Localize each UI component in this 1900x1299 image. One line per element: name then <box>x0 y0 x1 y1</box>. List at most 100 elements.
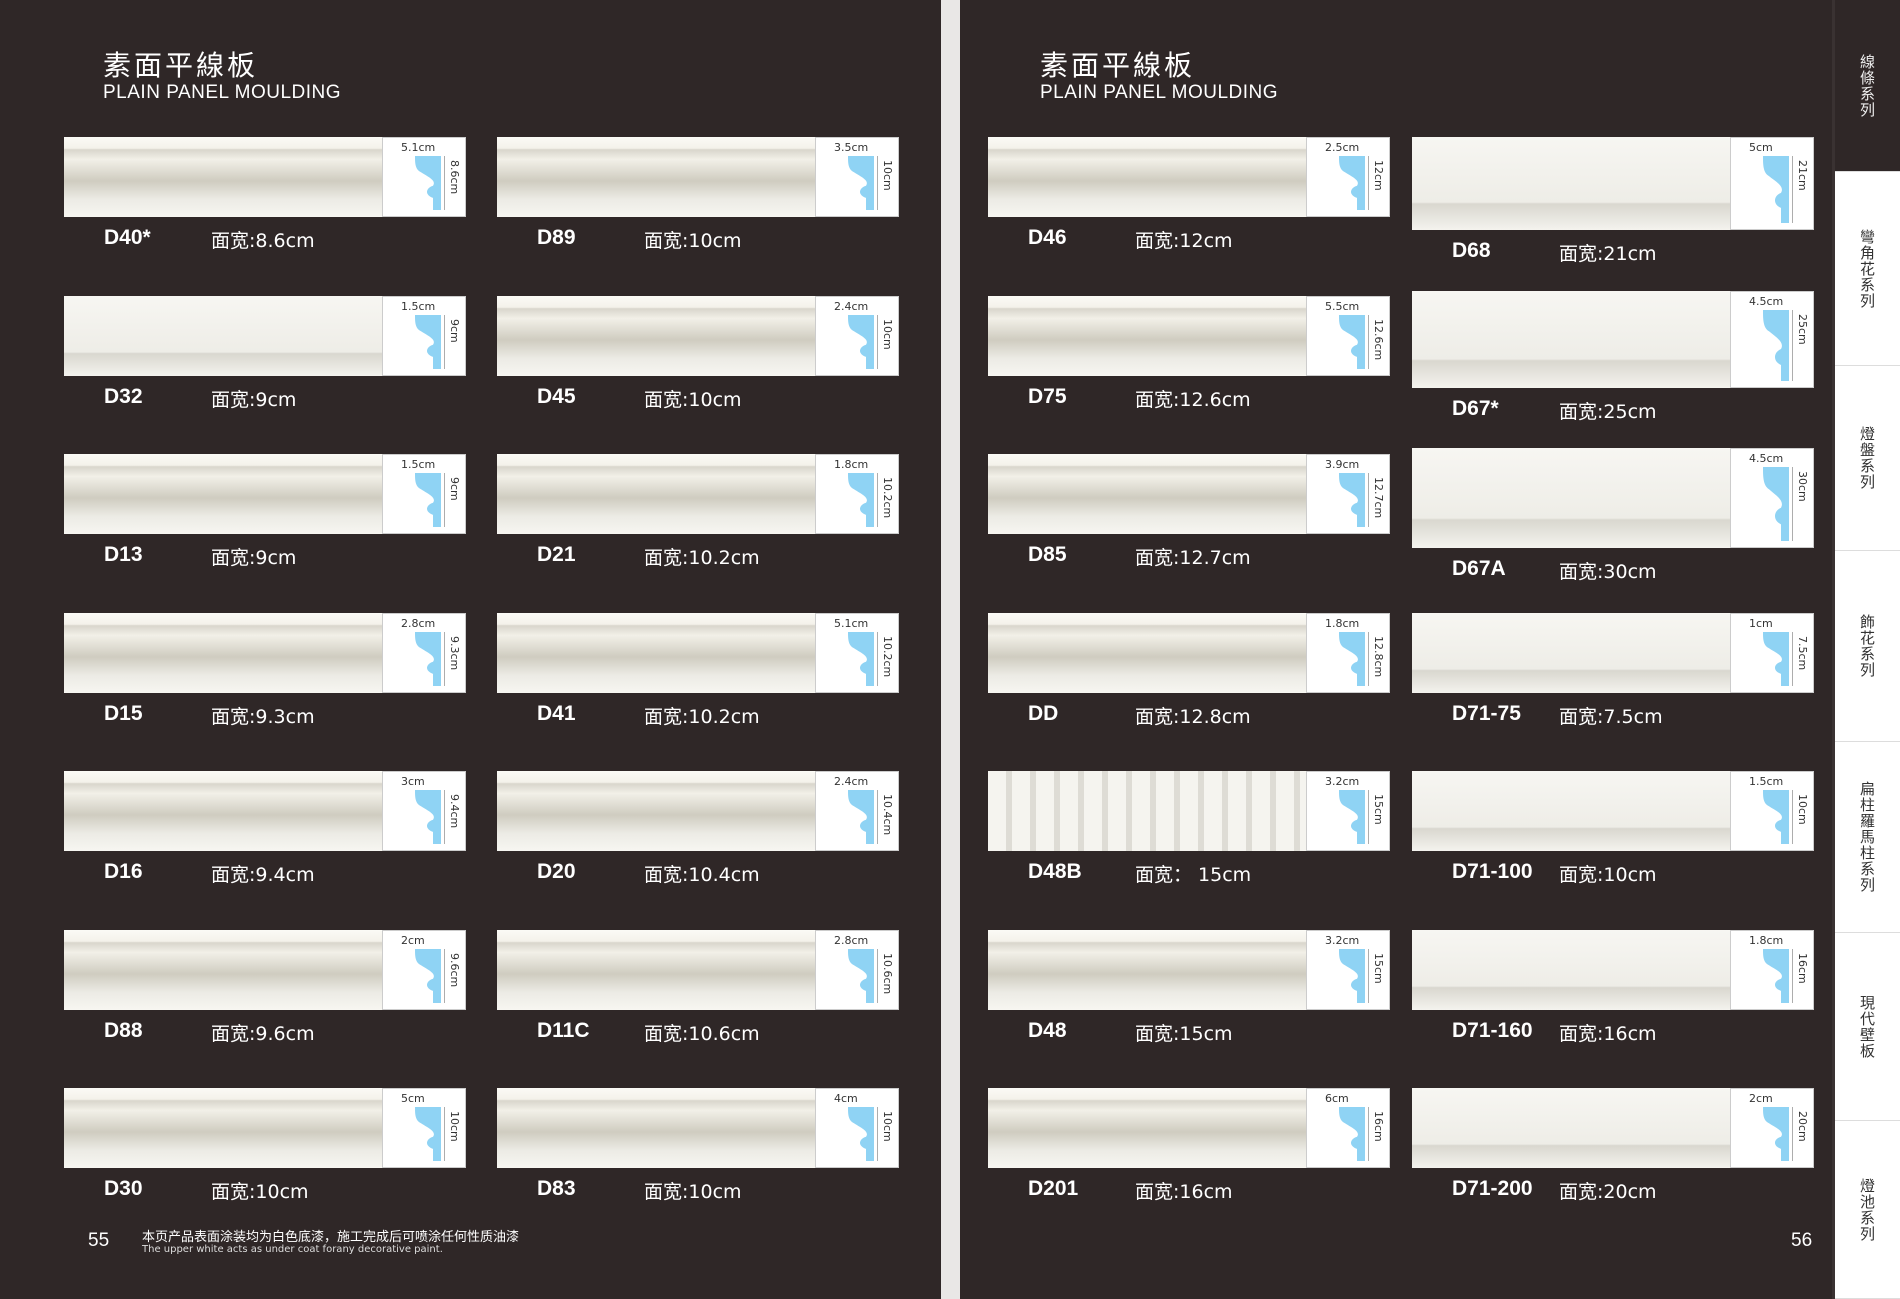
profile-height: 9.6cm <box>448 952 461 987</box>
profile-height: 8.6cm <box>448 160 461 195</box>
page-number: 55 <box>88 1230 110 1251</box>
profile-shape-icon <box>1335 471 1370 527</box>
moulding-image: 6cm 16cm <box>988 1088 1390 1168</box>
product-code: D45 <box>537 384 576 408</box>
profile-height: 12cm <box>1372 160 1385 191</box>
profile-diagram: 4.5cm 25cm <box>1730 290 1814 388</box>
profile-diagram: 3.2cm 15cm <box>1306 929 1390 1010</box>
product-code: D71-200 <box>1452 1177 1533 1200</box>
profile-diagram: 2.5cm 12cm <box>1306 137 1390 217</box>
product-face-width: 面宽:10cm <box>211 1181 309 1203</box>
sidebar-tab[interactable]: 燈盤系列 <box>1835 366 1900 551</box>
product-item: 3.2cm 15cm D48B 面宽： 15cm <box>988 771 1390 921</box>
product-item: 2.8cm 9.3cm D15 面宽:9.3cm <box>64 612 466 763</box>
profile-height: 30cm <box>1796 471 1809 502</box>
profile-height: 15cm <box>1372 952 1385 984</box>
moulding-image: 3.2cm 15cm <box>988 771 1390 851</box>
moulding-image: 5.5cm 12.6cm <box>988 295 1390 376</box>
profile-width: 3.2cm <box>1325 775 1360 788</box>
product-code: D20 <box>537 860 576 883</box>
product-code: D16 <box>104 860 143 883</box>
moulding-image: 2.5cm 12cm <box>988 137 1390 217</box>
profile-height: 15cm <box>1372 794 1385 825</box>
product-code: D83 <box>537 1177 576 1200</box>
profile-diagram: 3.9cm 12.7cm <box>1306 454 1390 534</box>
profile-shape-icon <box>1335 312 1370 369</box>
profile-width: 1.8cm <box>1749 933 1784 947</box>
profile-height: 16cm <box>1372 1111 1385 1142</box>
product-item: 5.5cm 12.6cm D75 面宽:12.6cm <box>988 295 1390 446</box>
profile-diagram: 2.4cm 10cm <box>815 295 899 376</box>
product-face-width: 面宽:9.6cm <box>211 1022 315 1045</box>
moulding-image: 1.8cm 16cm <box>1412 929 1814 1010</box>
sidebar-tab[interactable]: 線條系列 <box>1835 0 1900 172</box>
profile-height: 9cm <box>448 318 461 343</box>
profile-shape-icon <box>1759 1105 1794 1161</box>
product-item: 5cm 10cm D30 面宽:10cm <box>64 1088 466 1238</box>
sidebar-tab-label: 線條系列 <box>1858 53 1876 118</box>
profile-diagram: 2cm 9.6cm <box>382 929 466 1010</box>
product-face-width: 面宽:12.7cm <box>1135 547 1251 569</box>
profile-width: 2cm <box>401 933 425 947</box>
product-item: 2.4cm 10.4cm D20 面宽:10.4cm <box>497 771 899 921</box>
product-item: 4cm 10cm D83 面宽:10cm <box>497 1088 899 1238</box>
moulding-image: 1.8cm 10.2cm <box>497 454 899 534</box>
sidebar-tab[interactable]: 彎角花系列 <box>1835 172 1900 366</box>
profile-shape-icon <box>411 312 446 369</box>
profile-width: 4.5cm <box>1749 294 1784 308</box>
profile-diagram: 2.4cm 10.4cm <box>815 771 899 851</box>
profile-width: 2.4cm <box>834 775 869 788</box>
product-face-width: 面宽:16cm <box>1135 1181 1233 1203</box>
profile-height: 16cm <box>1796 952 1809 984</box>
profile-diagram: 3.5cm 10cm <box>815 137 899 217</box>
profile-height: 10.2cm <box>881 477 894 519</box>
product-item: 1.8cm 16cm D71-160 面宽:16cm <box>1412 929 1814 1080</box>
moulding-image: 5cm 10cm <box>64 1088 466 1168</box>
sidebar-tab[interactable]: 扁柱羅馬柱系列 <box>1835 742 1900 933</box>
product-code: D75 <box>1028 384 1067 408</box>
profile-shape-icon <box>411 788 446 844</box>
profile-width: 1cm <box>1749 616 1773 630</box>
profile-shape-icon <box>1759 946 1794 1003</box>
product-item: 1.5cm 10cm D71-100 面宽:10cm <box>1412 771 1814 921</box>
product-item: 5.1cm 8.6cm D40* 面宽:8.6cm <box>64 137 466 287</box>
product-code: D13 <box>104 543 143 566</box>
profile-width: 1.5cm <box>401 299 436 313</box>
sidebar-tab-label: 扁柱羅馬柱系列 <box>1858 781 1876 893</box>
product-face-width: 面宽:16cm <box>1559 1022 1657 1045</box>
profile-diagram: 1.8cm 16cm <box>1730 929 1814 1010</box>
profile-height: 9.4cm <box>448 794 461 829</box>
product-code: D89 <box>537 226 576 249</box>
sidebar-tab[interactable]: 燈池系列 <box>1835 1121 1900 1299</box>
profile-diagram: 5.5cm 12.6cm <box>1306 295 1390 376</box>
profile-shape-icon <box>1335 946 1370 1003</box>
moulding-image: 3.9cm 12.7cm <box>988 454 1390 534</box>
product-face-width: 面宽:20cm <box>1559 1181 1657 1203</box>
profile-shape-icon <box>1335 1105 1370 1161</box>
profile-shape-icon <box>844 154 879 210</box>
profile-height: 12.8cm <box>1372 635 1385 677</box>
profile-shape-icon <box>1759 464 1794 541</box>
sidebar-tab[interactable]: 現代壁板 <box>1835 933 1900 1121</box>
profile-height: 9.3cm <box>448 635 461 670</box>
product-code: D88 <box>104 1018 143 1042</box>
profile-height: 25cm <box>1796 313 1809 345</box>
moulding-image: 2cm 20cm <box>1412 1088 1814 1168</box>
profile-diagram: 5cm 21cm <box>1730 137 1814 230</box>
profile-width: 3cm <box>401 775 425 788</box>
moulding-image: 4.5cm 30cm <box>1412 448 1814 548</box>
profile-width: 2cm <box>1749 1092 1773 1105</box>
product-item: 2cm 9.6cm D88 面宽:9.6cm <box>64 929 466 1080</box>
page-56: 素面平線板 PLAIN PANEL MOULDING 2.5cm 12cm D4… <box>960 0 1832 1299</box>
product-code: D201 <box>1028 1177 1079 1200</box>
product-face-width: 面宽:10cm <box>644 388 742 411</box>
sidebar-tab[interactable]: 飾花系列 <box>1835 551 1900 742</box>
profile-diagram: 2.8cm 10.6cm <box>815 929 899 1010</box>
profile-height: 10.4cm <box>881 794 894 836</box>
product-face-width: 面宽:9cm <box>211 388 297 411</box>
profile-width: 4.5cm <box>1749 452 1784 465</box>
profile-shape-icon <box>1335 629 1370 686</box>
profile-width: 2.4cm <box>834 299 869 313</box>
profile-diagram: 1.5cm 10cm <box>1730 771 1814 851</box>
product-code: D32 <box>104 384 143 408</box>
